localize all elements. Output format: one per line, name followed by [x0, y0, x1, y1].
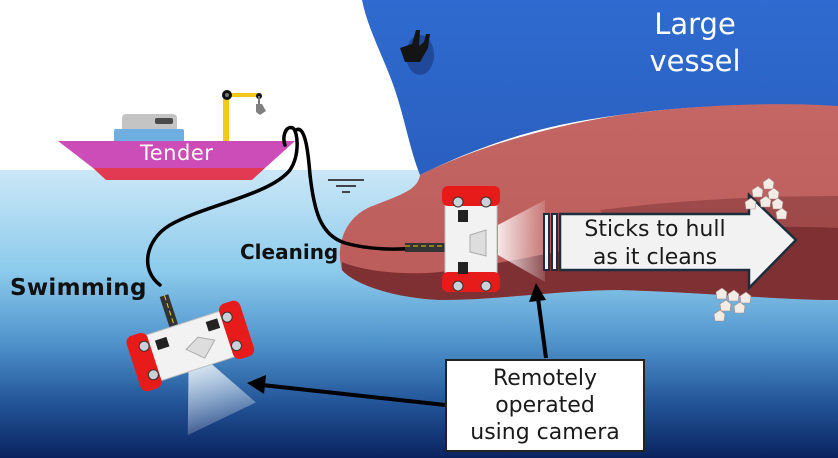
- sticks-to-hull-line2: as it cleans: [592, 245, 718, 270]
- arrow-tail-bar: [551, 213, 558, 271]
- arrow-tail-bar: [543, 213, 550, 271]
- crane-hook: [256, 104, 266, 115]
- tender-cabin: [114, 129, 184, 143]
- remote-operation-callout: Remotely operated using camera: [445, 359, 645, 452]
- sticks-to-hull-label: Sticks to hull as it cleans: [565, 216, 745, 272]
- barnacle-icon: [713, 287, 752, 322]
- robot-track-bottom: [442, 272, 500, 292]
- large-vessel-label-line1: Large: [654, 7, 736, 41]
- robot-cleaning: [405, 186, 545, 292]
- camera-cone-cleaning: [498, 200, 545, 282]
- crane-mast: [223, 96, 229, 141]
- sticks-to-hull-arrow: [543, 192, 798, 292]
- pointer-arrows: [247, 283, 548, 407]
- crane-boom: [227, 93, 259, 97]
- remote-line3: using camera: [470, 420, 620, 445]
- robot-swimming: [126, 294, 256, 436]
- arrow-body: [558, 192, 798, 292]
- robot-umbilical: [405, 243, 445, 252]
- remote-line2: operated: [495, 393, 595, 418]
- large-vessel-label-line2: vessel: [649, 44, 741, 78]
- tender-label: Tender: [140, 141, 214, 165]
- large-vessel-upper-hull: [362, 0, 838, 175]
- remote-line1: Remotely: [492, 366, 598, 391]
- tender-hull: [58, 141, 295, 168]
- cleaning-label: Cleaning: [240, 240, 339, 264]
- tethers: [145, 125, 420, 287]
- water-level-icon: [328, 179, 364, 193]
- tender-window: [155, 118, 173, 124]
- large-vessel-label: Large vessel: [600, 6, 790, 80]
- swimming-label: Swimming: [10, 275, 147, 301]
- sticks-to-hull-line1: Sticks to hull: [584, 217, 726, 242]
- pointer-to-cleaning-camera: [536, 297, 548, 359]
- anchor-icon: [400, 30, 434, 75]
- tender-keel: [93, 168, 265, 180]
- tether-swimming: [145, 125, 299, 287]
- camera-cone-swimming: [187, 358, 256, 436]
- pointer-to-swimming-camera: [261, 383, 446, 407]
- barnacle-icon: [744, 177, 788, 220]
- tether-cleaning: [294, 127, 420, 251]
- tender-boat: [58, 90, 295, 180]
